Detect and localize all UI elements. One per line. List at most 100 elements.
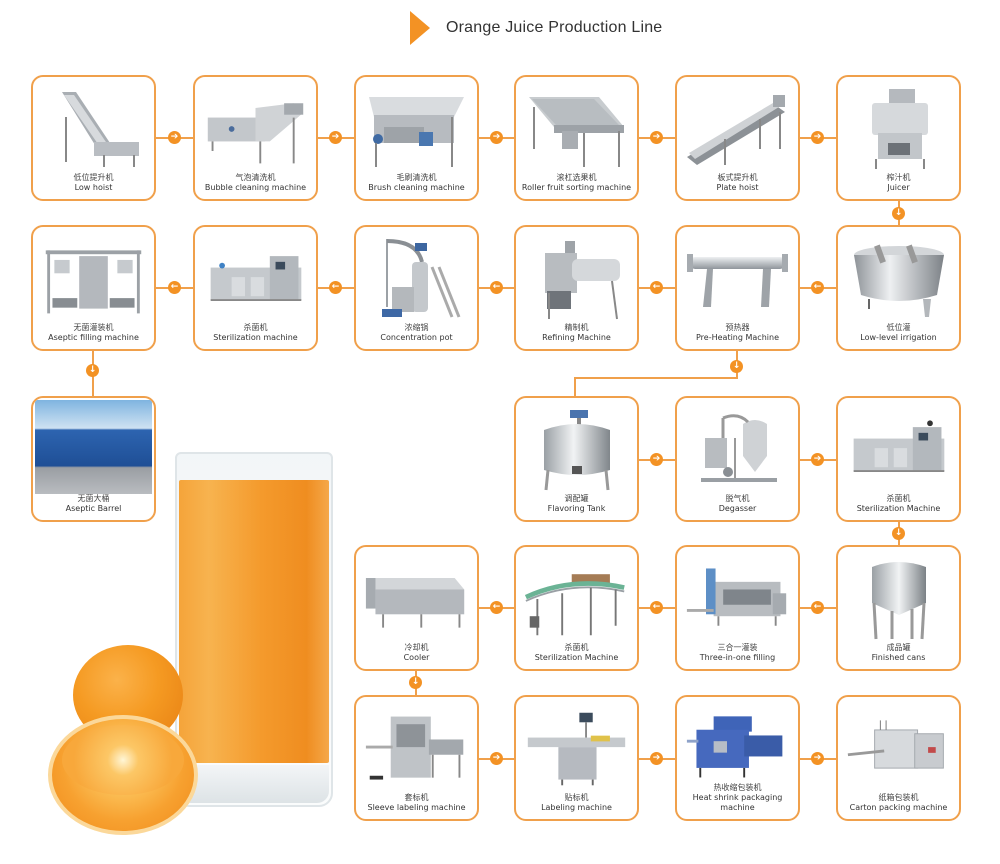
machine-en-label: Refining Machine: [542, 333, 611, 342]
arrow-right-icon: ➔: [168, 131, 181, 144]
machine-en-label: Low-level irrigation: [860, 333, 937, 342]
machine-en-label: Heat shrink packaging machine: [692, 793, 783, 812]
orange-half-image: [48, 715, 198, 835]
conveyor-sterilizer-image: [524, 555, 629, 643]
title-text: Orange Juice Production Line: [446, 19, 663, 36]
machine-en-label: Bubble cleaning machine: [204, 183, 307, 192]
machine-cn-label: 杀菌机: [243, 323, 268, 332]
arrow-left-icon: ←: [811, 601, 824, 614]
flavoring-tank-image: [524, 406, 629, 494]
orange-half-flesh: [62, 725, 184, 795]
juicer-image: [846, 85, 951, 173]
aseptic-filling-image: [41, 235, 146, 323]
machine-cn-label: 毛刷清洗机: [396, 173, 437, 182]
cooler-image: [364, 555, 469, 643]
arrow-down-icon: ↓: [86, 364, 99, 377]
glass-base: [179, 765, 329, 803]
machine-cn-label: 套标机: [404, 793, 429, 802]
machine-en-label: Sleeve labeling machine: [367, 803, 466, 812]
sleeve-labeling-image: [364, 705, 469, 793]
arrow-right-icon: ➔: [811, 131, 824, 144]
orange-juice-glass-image: [175, 452, 333, 807]
machine-cn-label: 成品罐: [886, 643, 911, 652]
machine-cn-label: 低位灌: [886, 323, 911, 332]
aseptic-barrel-image: [35, 400, 152, 494]
arrow-right-icon: ➔: [650, 131, 663, 144]
machine-en-label: Plate hoist: [716, 183, 759, 192]
roller-sorting-image: [524, 85, 629, 173]
machine-cn-label: 杀菌机: [886, 494, 911, 503]
machine-en-label: Roller fruit sorting machine: [521, 183, 632, 192]
machine-en-label: Finished cans: [871, 653, 926, 662]
machine-cn-label: 脱气机: [725, 494, 750, 503]
bubble-cleaning-image: [203, 85, 308, 173]
machine-cn-label: 贴标机: [564, 793, 589, 802]
arrow-left-icon: ←: [650, 601, 663, 614]
machine-en-label: Three-in-one filling: [699, 653, 776, 662]
low-level-tank-image: [846, 235, 951, 323]
machine-cn-label: 低位提升机: [73, 173, 114, 182]
heat-shrink-image: [685, 705, 790, 785]
machine-cn-label: 榨汁机: [886, 173, 911, 182]
arrow-right-icon: ➔: [329, 131, 342, 144]
machine-en-label: Sterilization machine: [213, 333, 298, 342]
low-hoist-image: [41, 85, 146, 173]
machine-en-label: Sterilization Machine: [856, 504, 941, 513]
arrow-down-icon: ↓: [730, 360, 743, 373]
arrow-left-icon: ←: [490, 281, 503, 294]
machine-en-label: Carton packing machine: [849, 803, 948, 812]
machine-en-label: Pre-Heating Machine: [696, 333, 779, 342]
brush-cleaning-image: [364, 85, 469, 173]
machine-cn-label: 无菌灌装机: [73, 323, 114, 332]
machine-cn-label: 精制机: [564, 323, 589, 332]
flow-connector: [574, 377, 738, 379]
machine-cn-label: 三合一灌装: [717, 643, 758, 652]
machine-en-label: Sterilization Machine: [534, 653, 619, 662]
three-in-one-filling-image: [685, 555, 790, 643]
labeling-machine-image: [524, 705, 629, 793]
machine-en-label: Degasser: [718, 504, 757, 513]
concentration-pot-image: [364, 235, 469, 323]
carton-packing-image: [846, 705, 951, 793]
machine-en-label: Concentration pot: [380, 333, 453, 342]
arrow-left-icon: ←: [168, 281, 181, 294]
machine-en-label: Flavoring Tank: [547, 504, 606, 513]
arrow-left-icon: ←: [329, 281, 342, 294]
machine-cn-label: 预热器: [725, 323, 750, 332]
plate-hoist-image: [685, 85, 790, 173]
machine-en-label: Juicer: [887, 183, 910, 192]
machine-en-label: Aseptic Barrel: [65, 504, 122, 513]
juice-fill: [179, 480, 329, 763]
machine-cn-label: 气泡清洗机: [235, 173, 276, 182]
arrow-down-icon: ↓: [892, 207, 905, 220]
machine-en-label: Labeling machine: [541, 803, 612, 812]
machine-en-label: Brush cleaning machine: [368, 183, 465, 192]
arrow-down-icon: ↓: [892, 527, 905, 540]
title-triangle-icon: [410, 11, 430, 45]
arrow-left-icon: ←: [650, 281, 663, 294]
machine-en-label: Low hoist: [74, 183, 113, 192]
machine-cn-label: 滚杠选果机: [556, 173, 597, 182]
machine-en-label: Cooler: [403, 653, 430, 662]
